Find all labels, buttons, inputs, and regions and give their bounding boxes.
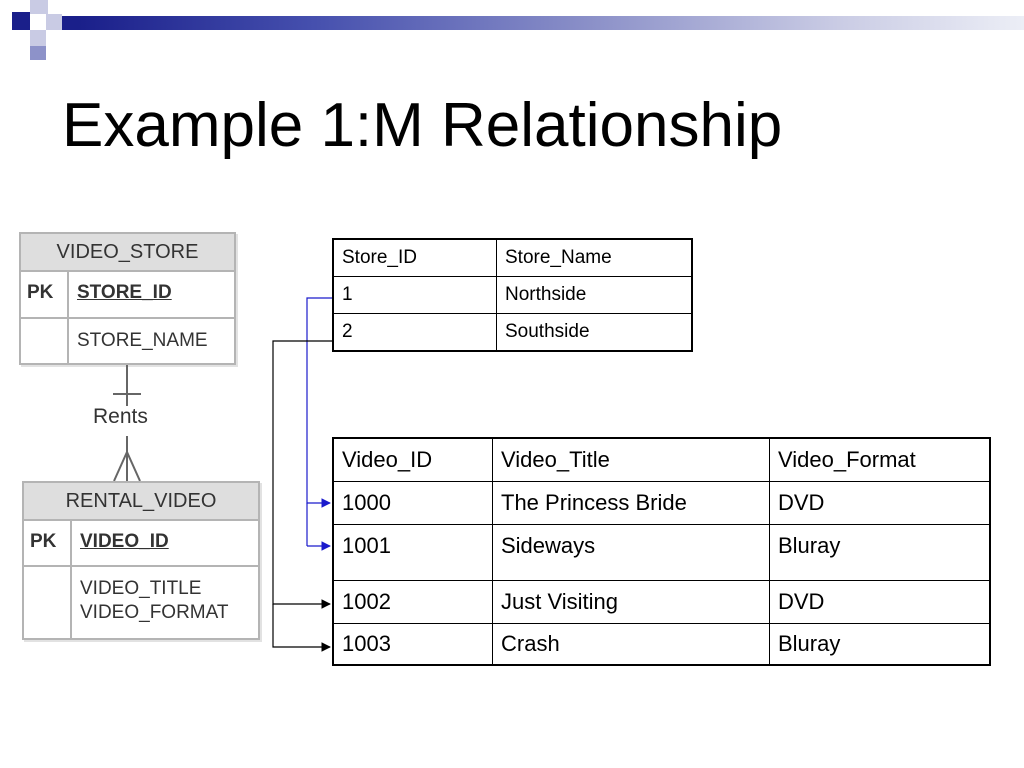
pk-label: PK <box>24 521 72 565</box>
table-cell: 1003 <box>332 622 493 666</box>
entity-rental-video-name: RENTAL_VIDEO <box>24 483 258 521</box>
slide-title: Example 1:M Relationship <box>62 91 783 160</box>
table-cell: 1 <box>332 276 497 314</box>
attribute-field: STORE_NAME <box>77 330 208 351</box>
video-table: Video_ID Video_Title Video_Format 1000 T… <box>332 437 991 666</box>
column-header: Video_Title <box>492 437 770 482</box>
column-header: Video_Format <box>769 437 991 482</box>
header-square-light-3 <box>30 30 46 46</box>
table-cell: Crash <box>492 622 770 666</box>
table-row: 2 Southside <box>332 313 693 352</box>
link-store-2-to-video-1003 <box>272 604 331 652</box>
link-store-2-to-video-1002 <box>272 340 332 609</box>
table-cell: 1000 <box>332 480 493 525</box>
attribute-field: VIDEO_FORMAT <box>80 602 229 623</box>
relationship-connector <box>113 365 141 482</box>
column-header: Store_ID <box>332 238 497 277</box>
table-cell: DVD <box>769 579 991 624</box>
relationship-label: Rents <box>93 405 148 428</box>
header-square-dark-1 <box>12 12 30 30</box>
header-square-dark-2 <box>62 16 78 30</box>
entity-video-store: VIDEO_STORE PK STORE_ID STORE_NAME <box>19 232 236 365</box>
primary-key-field: STORE_ID <box>77 282 172 303</box>
table-cell: Southside <box>496 313 693 352</box>
attribute-field: VIDEO_TITLE <box>80 578 202 599</box>
table-cell: The Princess Bride <box>492 480 770 525</box>
table-header-row: Store_ID Store_Name <box>332 238 693 277</box>
entity-rental-video: RENTAL_VIDEO PK VIDEO_ID VIDEO_TITLE VID… <box>22 481 260 640</box>
header-square-light-2 <box>46 14 62 30</box>
store-table: Store_ID Store_Name 1 Northside 2 Souths… <box>332 238 693 352</box>
column-header: Video_ID <box>332 437 493 482</box>
table-cell: Bluray <box>769 523 991 581</box>
table-cell: Northside <box>496 276 693 314</box>
header-square-light-4 <box>30 46 46 60</box>
entity-video-store-name: VIDEO_STORE <box>21 234 234 272</box>
header-gradient-bar <box>78 16 1024 30</box>
table-header-row: Video_ID Video_Title Video_Format <box>332 437 991 482</box>
table-row: 1002 Just Visiting DVD <box>332 579 991 624</box>
primary-key-field: VIDEO_ID <box>80 531 169 552</box>
table-cell: 2 <box>332 313 497 352</box>
table-row: 1000 The Princess Bride DVD <box>332 480 991 525</box>
table-cell: DVD <box>769 480 991 525</box>
table-cell: 1002 <box>332 579 493 624</box>
link-store-1-to-video-1000 <box>306 297 332 508</box>
table-cell: Bluray <box>769 622 991 666</box>
table-cell: Just Visiting <box>492 579 770 624</box>
table-row: 1 Northside <box>332 276 693 314</box>
table-row: 1003 Crash Bluray <box>332 622 991 666</box>
pk-label: PK <box>21 272 69 317</box>
header-square-light-1 <box>30 0 48 14</box>
